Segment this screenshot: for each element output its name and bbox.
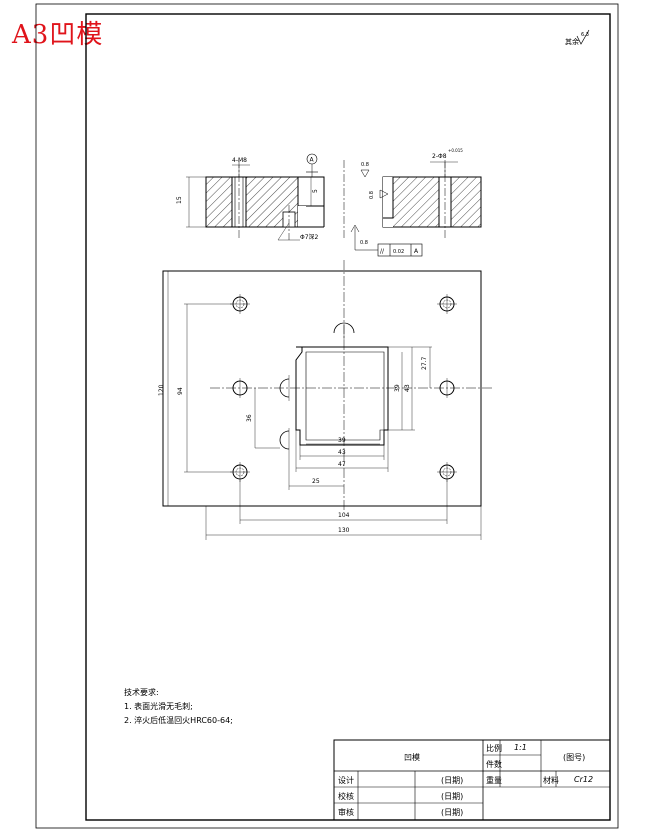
right-hole-callout: 2-Φ8 xyxy=(432,153,447,160)
hole-spacing-x-dim: 104 xyxy=(338,512,350,519)
checker-label: 校核 xyxy=(338,792,354,801)
cavity-height-outer-dim: 43 xyxy=(404,384,411,392)
offset-x-dim: 25 xyxy=(312,478,320,485)
scale-value: 1:1 xyxy=(514,743,527,752)
count-label: 件数 xyxy=(486,760,502,769)
design-date: (日期) xyxy=(441,776,464,785)
drawing-number: (图号) xyxy=(563,753,586,762)
datum-label: A xyxy=(310,157,315,164)
material-label: 材料 xyxy=(543,776,559,785)
offset-y-dim: 36 xyxy=(246,414,253,422)
designer-label: 设计 xyxy=(338,776,354,785)
section-view: 15 5 4-M8 2-Φ8 +0.015 A 0.8 0.8 0.8 // xyxy=(176,148,482,257)
check-date: (日期) xyxy=(441,792,464,801)
scale-label: 比例 xyxy=(486,744,502,753)
plan-view: 130 104 120 94 36 27.7 43 39 39 xyxy=(158,260,492,540)
cavity-top-dim: 27.7 xyxy=(421,356,428,370)
part-name: 凹模 xyxy=(404,753,420,762)
side-roughness: 0.8 xyxy=(369,191,375,199)
notes-item-1: 1. 表面光滑无毛刺; xyxy=(124,702,193,711)
pocket-roughness: 0.8 xyxy=(361,162,369,168)
plan-holes xyxy=(230,294,457,482)
width-47-dim: 47 xyxy=(338,461,346,468)
overall-height-dim: 120 xyxy=(158,384,165,396)
notes-item-2: 2. 淬火后低温回火HRC60-64; xyxy=(124,716,233,725)
width-39-dim: 39 xyxy=(338,437,346,444)
reviewer-label: 审核 xyxy=(338,808,354,817)
drawing-title: A3凹模 xyxy=(12,20,104,50)
right-hole-tol: +0.015 xyxy=(448,148,463,153)
bottom-roughness: 0.8 xyxy=(360,240,368,246)
cavity-height-inner-dim: 39 xyxy=(394,384,401,392)
counterbore-callout: Φ7深2 xyxy=(300,233,319,241)
thickness-dim: 15 xyxy=(176,196,183,204)
overall-width-dim: 130 xyxy=(338,527,350,534)
surface-finish-value: 6.3 xyxy=(581,32,589,38)
weight-label: 重量 xyxy=(486,776,502,785)
width-43-dim: 43 xyxy=(338,449,346,456)
outer-border xyxy=(35,3,619,829)
tolerance-value: 0.02 xyxy=(393,249,404,255)
surface-finish-note: 其余 xyxy=(565,37,579,46)
surface-finish-symbol: 其余 6.3 xyxy=(565,29,590,46)
title-block xyxy=(333,739,611,821)
tolerance-symbol: // xyxy=(380,248,385,255)
hole-spacing-y-dim: 94 xyxy=(177,387,184,395)
notes-heading: 技术要求: xyxy=(124,688,159,697)
review-date: (日期) xyxy=(441,808,464,817)
technical-notes: 技术要求: 1. 表面光滑无毛刺; 2. 淬火后低温回火HRC60-64; xyxy=(124,686,233,728)
material-value: Cr12 xyxy=(574,775,594,784)
pocket-depth-dim: 5 xyxy=(312,189,319,193)
cavity-outline xyxy=(279,322,389,455)
tolerance-datum: A xyxy=(414,248,419,255)
left-hole-callout: 4-M8 xyxy=(232,157,247,164)
